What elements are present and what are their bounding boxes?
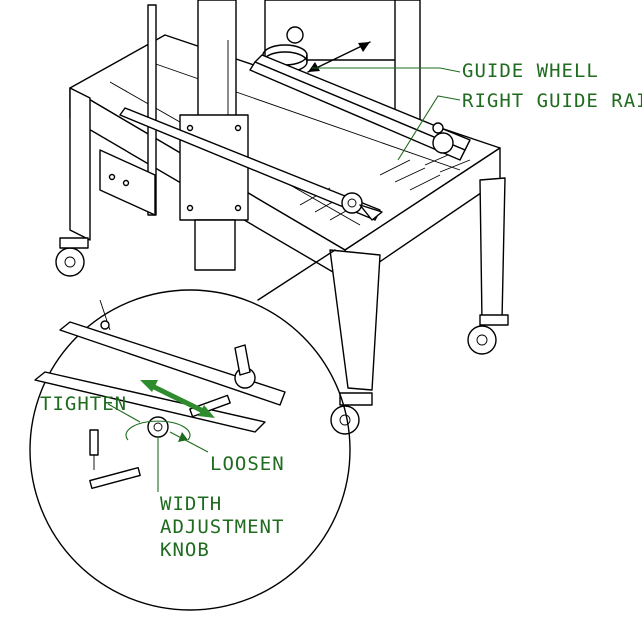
- right-guide-rail: [249, 54, 471, 161]
- leader-guide-wheel: [312, 67, 461, 73]
- leader-tighten: [107, 403, 141, 423]
- motor-housing: [264, 0, 406, 61]
- caster-wheel: [467, 325, 497, 355]
- width-knob: [341, 192, 363, 214]
- leader-right-guide-rail: [397, 95, 461, 161]
- left-rail-bar: [119, 107, 381, 221]
- detail-rail-upper: [59, 321, 286, 406]
- magnifier-leader: [257, 249, 336, 301]
- machine-legs: [69, 87, 506, 391]
- leg-right: [479, 177, 506, 323]
- magnifier-circle: [29, 289, 351, 611]
- detail-width-knob: [147, 416, 169, 438]
- side-box: [99, 149, 156, 216]
- detail-magnifier: [29, 249, 351, 611]
- rail-arrow-tip: [359, 204, 383, 221]
- label-loosen: LOOSEN: [210, 453, 285, 475]
- column-foot: [194, 219, 236, 271]
- leg-front: [329, 249, 381, 391]
- label-guide-wheel: GUIDE WHELL: [462, 60, 599, 82]
- casters: [55, 237, 509, 435]
- left-guide-rail: [119, 107, 383, 221]
- caster-wheel: [55, 247, 85, 277]
- label-right-guide-rail: RIGHT GUIDE RAIL: [462, 90, 642, 112]
- adjustment-arrow: [140, 380, 215, 418]
- rotation-arc: [125, 420, 191, 441]
- label-knob-line3: KNOB: [160, 539, 210, 561]
- leader-loosen: [169, 431, 209, 453]
- caster-wheel: [330, 405, 360, 435]
- guide-wheel-arrow: [307, 41, 371, 73]
- callout-lines: [107, 67, 461, 492]
- vertical-rod: [147, 4, 157, 216]
- electrical-box: [99, 149, 156, 216]
- rail-knob: [432, 132, 454, 154]
- guide-rail-bar-lower: [249, 61, 466, 161]
- label-knob-line2: ADJUSTMENT: [160, 516, 284, 538]
- leg-rear-left: [69, 87, 91, 241]
- top-motor-assembly: [262, 0, 421, 121]
- guide-wheel-knob: [286, 26, 304, 44]
- detail-bracket: [89, 429, 99, 456]
- motor-post: [394, 0, 421, 121]
- label-tighten: TIGHTEN: [40, 393, 127, 415]
- label-knob-line1: WIDTH: [160, 493, 222, 515]
